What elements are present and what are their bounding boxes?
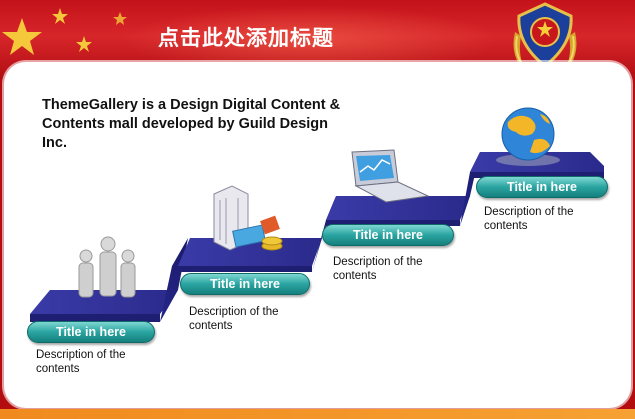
step-2-title-button[interactable]: Title in here bbox=[180, 273, 310, 295]
step-3-top bbox=[326, 196, 470, 220]
step-2-front bbox=[178, 266, 312, 272]
step-1-title-button[interactable]: Title in here bbox=[27, 321, 155, 343]
bottom-accent-bar bbox=[0, 409, 635, 419]
step-2-description[interactable]: Description of the contents bbox=[189, 306, 279, 332]
building-money-icon bbox=[213, 185, 283, 251]
step-1-top bbox=[30, 290, 178, 314]
step-4-title-button[interactable]: Title in here bbox=[476, 176, 608, 198]
page-title[interactable]: 点击此处添加标题 bbox=[158, 26, 334, 50]
stars-decoration-icon bbox=[2, 8, 127, 55]
globe-icon bbox=[496, 107, 560, 166]
step-1-description[interactable]: Description of the contents bbox=[36, 349, 126, 375]
step-3-title-button[interactable]: Title in here bbox=[322, 224, 454, 246]
police-emblem-icon bbox=[513, 2, 577, 77]
step-2-top bbox=[178, 238, 322, 266]
laptop-icon bbox=[351, 149, 430, 203]
people-icon bbox=[78, 236, 136, 298]
step-1-front bbox=[30, 314, 160, 322]
step-3-description[interactable]: Description of the contents bbox=[333, 256, 423, 282]
intro-text[interactable]: ThemeGallery is a Design Digital Content… bbox=[42, 97, 341, 151]
step-4-description[interactable]: Description of the contents bbox=[484, 206, 574, 232]
